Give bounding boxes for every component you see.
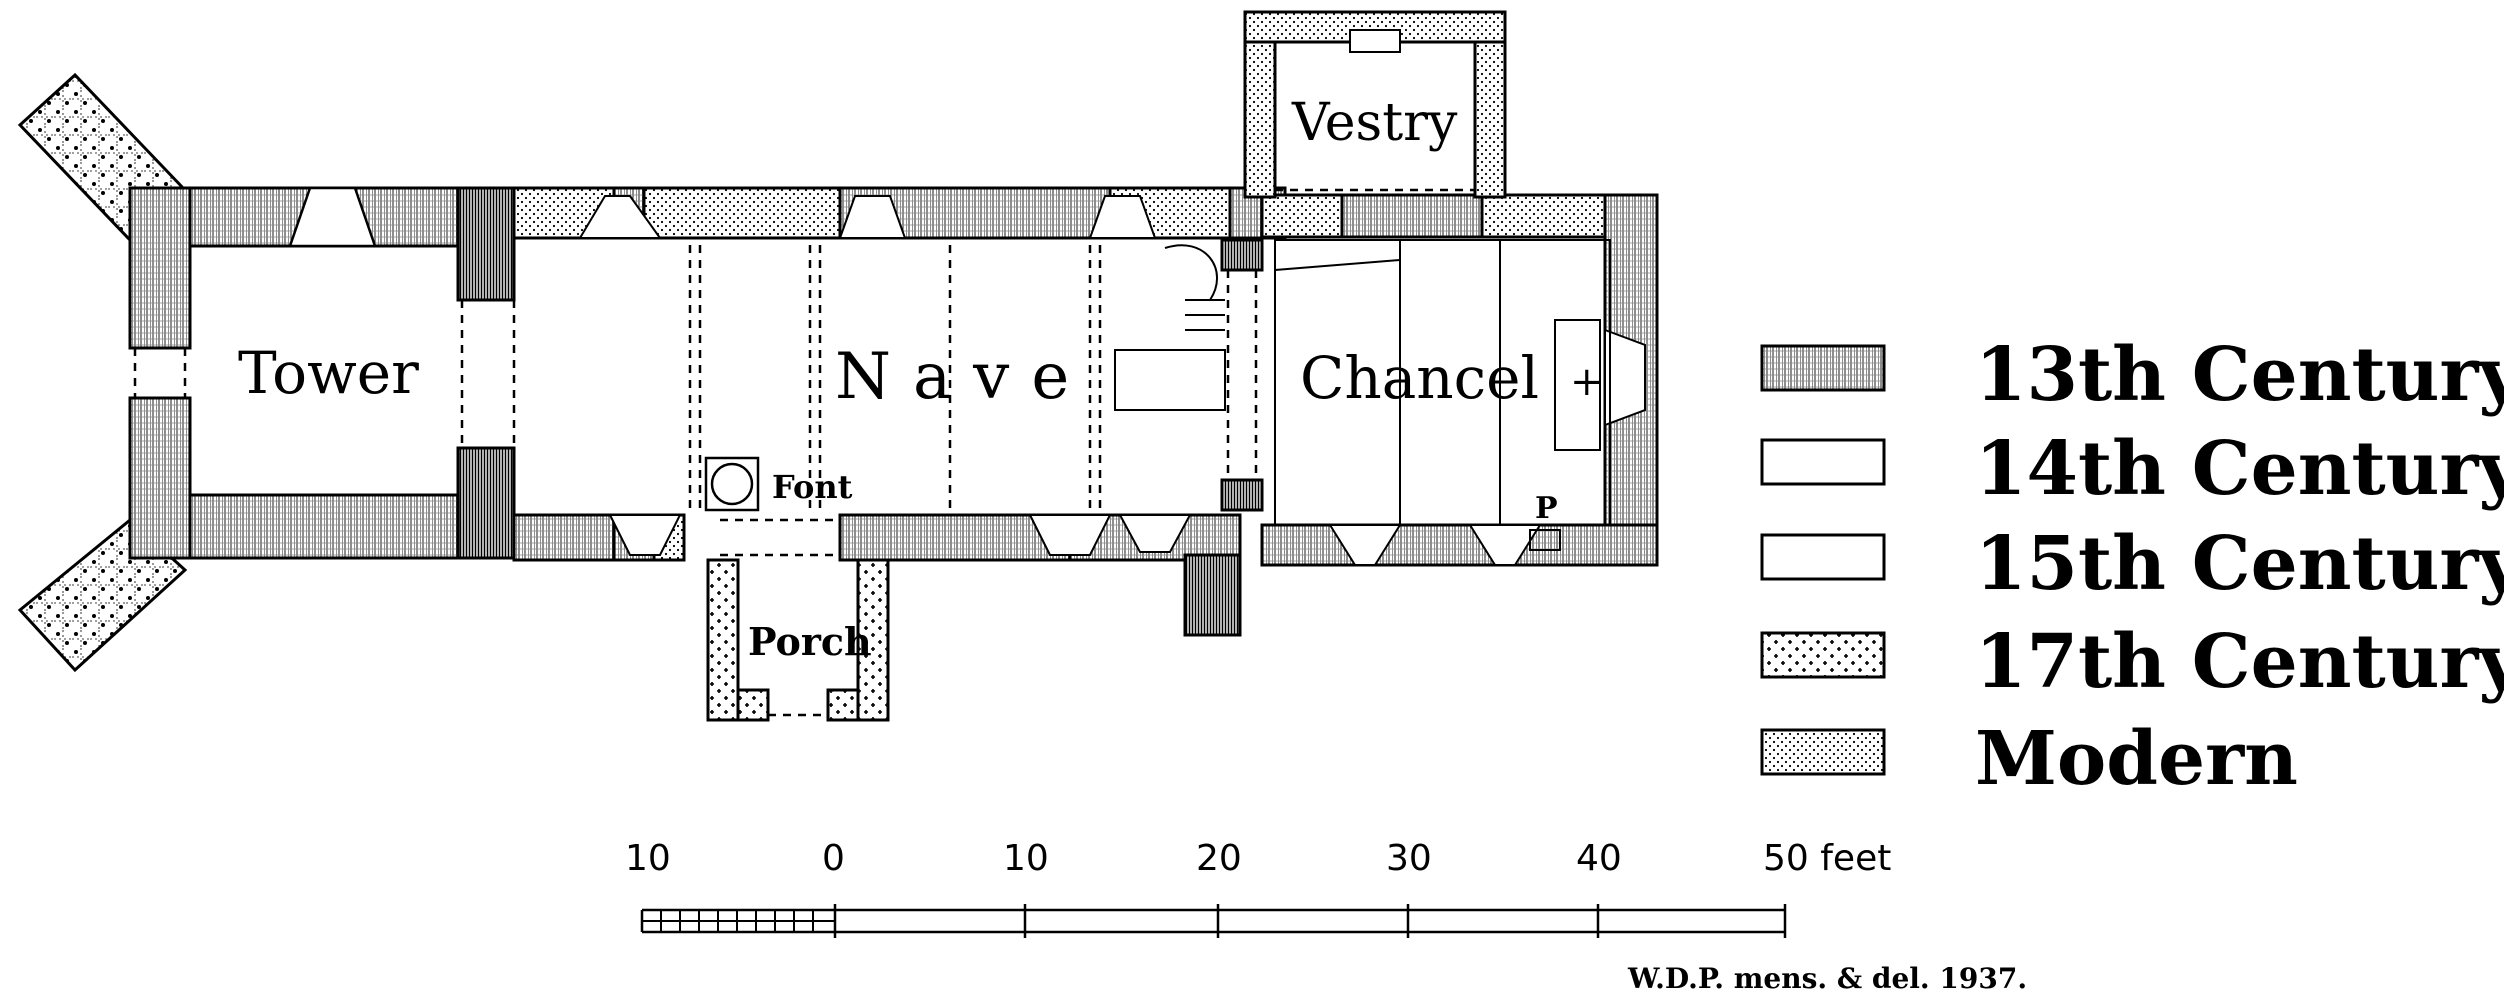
piscina-label: P — [1535, 491, 1558, 526]
chancel-label: Chancel — [1300, 344, 1539, 412]
scale-tick-50-feet: 50 feet — [1763, 838, 1891, 879]
scale-tick-40: 40 — [1576, 838, 1622, 879]
legend-swatch-15th — [1760, 533, 1886, 581]
legend-label-15th: 15th Century — [1975, 521, 2504, 607]
scale-bar: 10 0 10 20 30 40 50 feet — [625, 838, 1891, 938]
porch-walls — [706, 558, 890, 722]
nave-label: Nave — [835, 340, 1091, 414]
tower-label: Tower — [238, 339, 419, 407]
legend-label-modern: Modern — [1975, 716, 2298, 802]
legend: 13th Century 14th Century 15th Century 1… — [1760, 332, 2504, 802]
scale-tick-30: 30 — [1386, 838, 1432, 879]
legend-label-13th: 13th Century — [1975, 332, 2504, 418]
cross-symbol: + — [1570, 359, 1604, 405]
legend-label-17th: 17th Century — [1975, 619, 2504, 705]
nave-walls — [512, 186, 1287, 637]
credit-line: W.D.P. mens. & del. 1937. — [1627, 962, 2027, 995]
legend-swatch-modern — [1760, 728, 1886, 776]
scale-tick-10-left: 10 — [625, 838, 671, 879]
chancel-walls — [1260, 193, 1659, 567]
vestry-label: Vestry — [1291, 93, 1458, 153]
scale-tick-20: 20 — [1196, 838, 1242, 879]
font — [704, 456, 760, 512]
porch-label: Porch — [748, 619, 872, 664]
legend-swatch-13th — [1760, 344, 1886, 392]
scale-tick-10: 10 — [1003, 838, 1049, 879]
legend-swatch-14th — [1760, 438, 1886, 486]
tower-walls — [128, 186, 516, 560]
scale-tick-0: 0 — [822, 838, 845, 879]
legend-label-14th: 14th Century — [1975, 426, 2504, 512]
font-label: Font — [772, 468, 853, 506]
chancel-arch — [1220, 238, 1264, 512]
vestry-walls — [1243, 10, 1507, 199]
legend-swatch-17th — [1760, 631, 1886, 679]
